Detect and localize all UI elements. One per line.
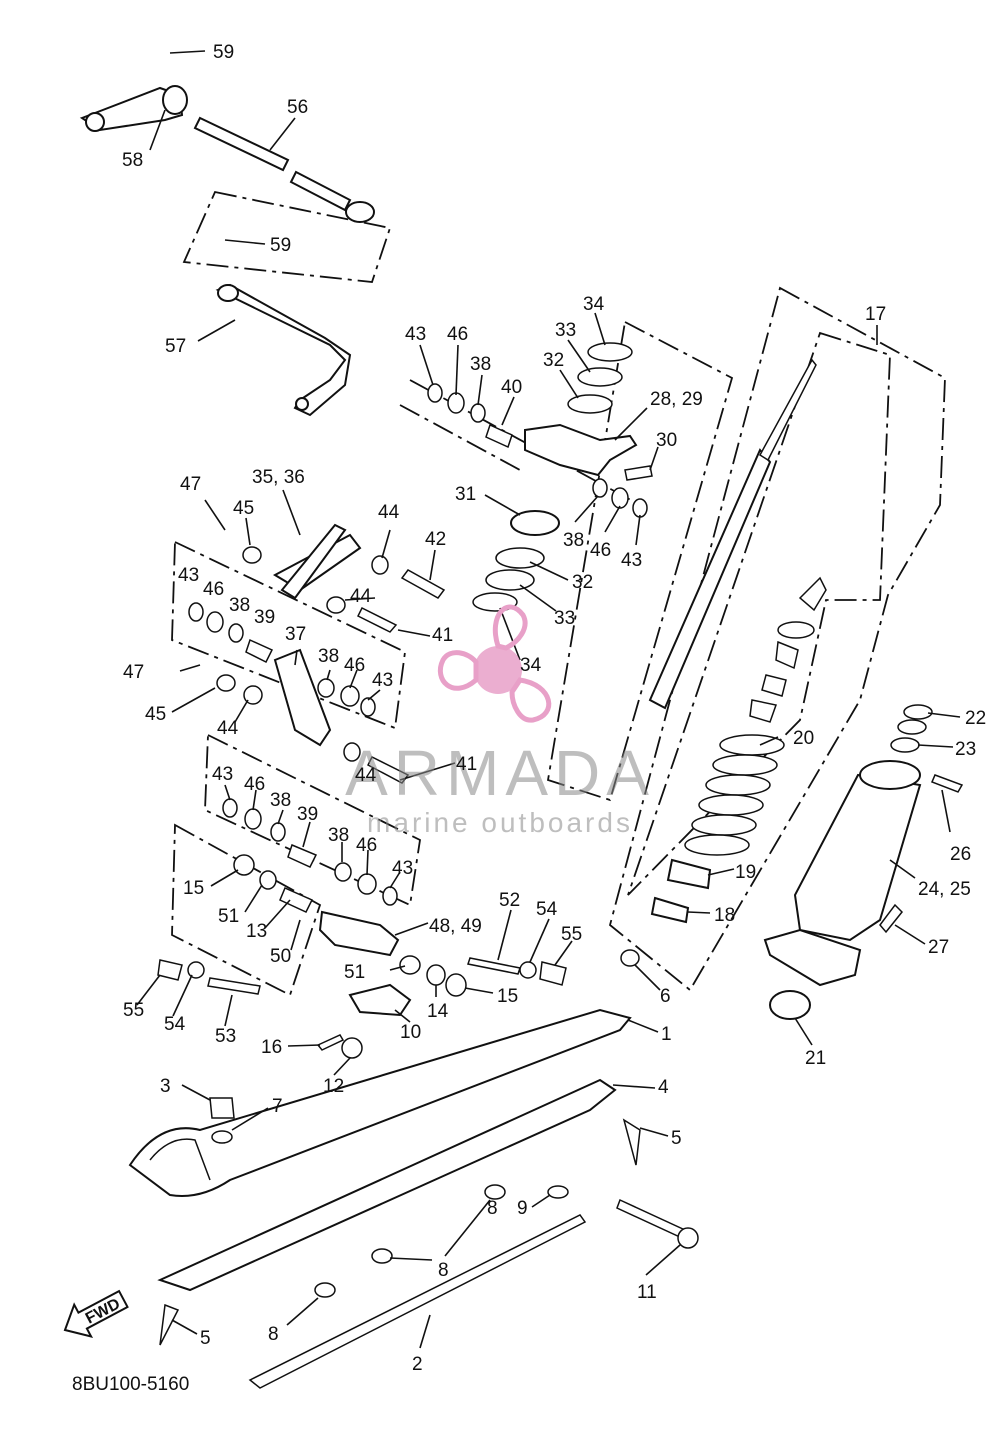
callout: 12 xyxy=(323,1076,344,1097)
callout: 32 xyxy=(543,350,564,371)
callout: 43 xyxy=(372,670,393,691)
callout: 34 xyxy=(520,655,542,676)
callout: 42 xyxy=(425,529,446,550)
callout: 38 xyxy=(229,595,250,616)
callout: 43 xyxy=(178,565,199,586)
callout: 23 xyxy=(955,739,976,760)
callout: 46 xyxy=(203,579,224,600)
callout: 3 xyxy=(160,1076,171,1097)
callout: 32 xyxy=(572,572,593,593)
callout: 15 xyxy=(183,878,204,899)
callout: 5 xyxy=(200,1328,211,1349)
callout: 44 xyxy=(350,586,372,607)
callout: 51 xyxy=(344,962,365,983)
callout: 52 xyxy=(499,890,520,911)
callout: 46 xyxy=(344,655,365,676)
callout: 17 xyxy=(865,304,886,325)
callout: 44 xyxy=(217,718,239,739)
callout: 50 xyxy=(270,946,291,967)
callout: 46 xyxy=(244,774,265,795)
callout: 40 xyxy=(501,377,522,398)
callout: 5 xyxy=(671,1128,682,1149)
callout: 34 xyxy=(583,294,605,315)
callout: 18 xyxy=(714,905,735,926)
callout: 38 xyxy=(328,825,349,846)
leader-lines xyxy=(136,50,961,1349)
callout: 55 xyxy=(561,924,582,945)
callout: 58 xyxy=(122,150,143,171)
callout: 26 xyxy=(950,844,971,865)
callout: 57 xyxy=(165,336,186,357)
callout: 59 xyxy=(270,235,291,256)
watermark-brand: ARMADA xyxy=(345,737,655,809)
drawing-code: 8BU100-5160 xyxy=(72,1374,189,1395)
callout: 43 xyxy=(405,324,426,345)
callout: 44 xyxy=(355,765,377,786)
callout: 54 xyxy=(164,1014,186,1035)
callout: 33 xyxy=(554,608,575,629)
callout: 22 xyxy=(965,708,986,729)
callout: 6 xyxy=(660,986,671,1007)
callout: 45 xyxy=(145,704,166,725)
callout: 39 xyxy=(297,804,318,825)
callout: 8 xyxy=(268,1324,279,1345)
callout: 38 xyxy=(270,790,291,811)
callout: 10 xyxy=(400,1022,421,1043)
callout: 51 xyxy=(218,906,239,927)
callout: 45 xyxy=(233,498,254,519)
callout: 46 xyxy=(590,540,611,561)
callout: 33 xyxy=(555,320,576,341)
callout: 4 xyxy=(658,1077,669,1098)
callout: 38 xyxy=(563,530,584,551)
callout: 15 xyxy=(497,986,518,1007)
callout: 31 xyxy=(455,484,476,505)
callout: 43 xyxy=(392,858,413,879)
callout: 53 xyxy=(215,1026,236,1047)
callout: 54 xyxy=(536,899,558,920)
callout: 11 xyxy=(637,1282,657,1303)
callout: 59 xyxy=(213,42,234,63)
callout: 13 xyxy=(246,921,267,942)
callout: 20 xyxy=(793,728,814,749)
callout: 37 xyxy=(285,624,306,645)
callout: 55 xyxy=(123,1000,144,1021)
callout: 43 xyxy=(621,550,642,571)
callout: 43 xyxy=(212,764,233,785)
callout: 8 xyxy=(487,1198,498,1219)
armada-watermark: ARMADA marine outboards xyxy=(345,604,655,838)
callout: 27 xyxy=(928,937,949,958)
callout: 47 xyxy=(123,662,144,683)
callout: 46 xyxy=(447,324,468,345)
callout: 21 xyxy=(805,1048,826,1069)
fwd-arrow-icon: FWD xyxy=(63,1289,129,1339)
callout: 35, 36 xyxy=(252,467,305,488)
callout: 9 xyxy=(517,1198,528,1219)
callout: 39 xyxy=(254,607,275,628)
callout: 41 xyxy=(432,625,453,646)
callout: 44 xyxy=(378,502,400,523)
callout: 2 xyxy=(412,1354,423,1375)
callout: 41 xyxy=(456,754,477,775)
callout: 47 xyxy=(180,474,201,495)
callout-labels: 59 58 56 59 57 43 46 38 40 34 33 32 28, … xyxy=(122,42,986,1375)
callout: 1 xyxy=(661,1024,672,1045)
propeller-logo xyxy=(437,604,552,723)
callout: 7 xyxy=(272,1096,283,1117)
callout: 30 xyxy=(656,430,677,451)
callout: 24, 25 xyxy=(918,879,971,900)
callout: 46 xyxy=(356,835,377,856)
callout: 8 xyxy=(438,1260,449,1281)
watermark-tagline: marine outboards xyxy=(367,807,633,838)
callout: 56 xyxy=(287,97,308,118)
callout: 48, 49 xyxy=(429,916,482,937)
callout: 38 xyxy=(470,354,491,375)
callout: 16 xyxy=(261,1037,282,1058)
part-drawings xyxy=(79,85,964,1389)
callout: 28, 29 xyxy=(650,389,703,410)
callout: 14 xyxy=(427,1001,449,1022)
callout: 19 xyxy=(735,862,756,883)
callout: 38 xyxy=(318,646,339,667)
